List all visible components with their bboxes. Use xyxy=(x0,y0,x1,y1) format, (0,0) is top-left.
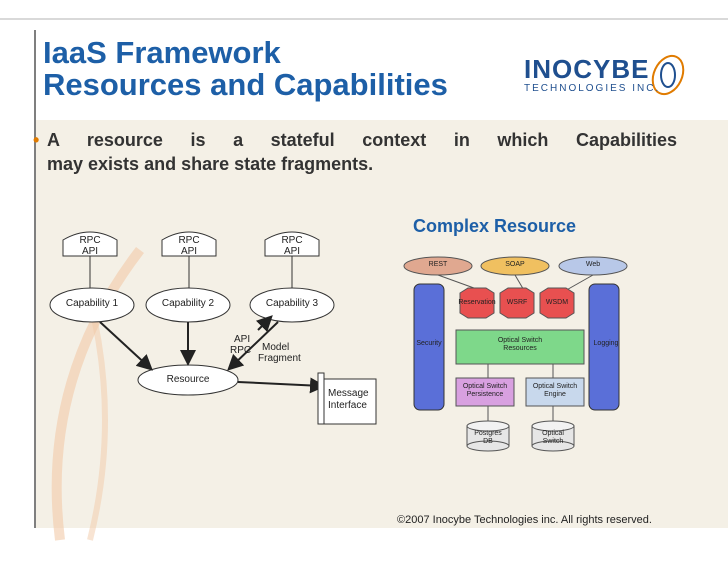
slide-title: IaaS Framework Resources and Capabilitie… xyxy=(43,37,448,101)
rpc-api-3-line2: API xyxy=(284,246,300,257)
optical-switch-line-1: Optical xyxy=(542,430,564,437)
logging-column xyxy=(588,283,620,411)
capability-3-label: Capability 3 xyxy=(265,298,319,309)
reservation-label: Reservation xyxy=(458,299,496,306)
wsrf-label: WSRF xyxy=(506,299,528,306)
wsrf-shape xyxy=(499,287,535,319)
engine-line-1: Optical Switch xyxy=(532,383,578,390)
reservation-shape xyxy=(459,287,495,319)
security-column xyxy=(413,283,445,411)
message-interface-label: Message Interface xyxy=(328,388,369,412)
engine-shape xyxy=(525,377,585,407)
engine-line-2: Engine xyxy=(544,391,566,398)
fragment-label: Fragment xyxy=(258,353,301,364)
postgres-line-2: DB xyxy=(483,438,493,445)
rpc-api-2: RPC API xyxy=(161,231,217,257)
soap-label: SOAP xyxy=(505,261,525,268)
capability-3-shape xyxy=(249,287,335,323)
rpc-api-1: RPC API xyxy=(62,231,118,257)
engine-label: Optical Switch Engine xyxy=(526,383,584,399)
rpc-api-2-line2: API xyxy=(181,246,197,257)
web-label: Web xyxy=(585,261,601,268)
api-rpc-label: API RPC xyxy=(230,334,251,356)
wsdm-shape xyxy=(539,287,575,319)
bullet-point: • A resource is a stateful context in wh… xyxy=(33,128,677,176)
persistence-line-1: Optical Switch xyxy=(462,383,508,390)
persistence-label: Optical Switch Persistence xyxy=(456,383,514,399)
model-fragment-label: Model Fragment xyxy=(258,342,301,364)
rest-label: REST xyxy=(428,261,448,268)
message-label: Message xyxy=(328,388,369,399)
rpc-label: RPC xyxy=(230,345,252,356)
capability-2-label: Capability 2 xyxy=(161,298,215,309)
rpc-api-2-line1: RPC xyxy=(178,235,199,246)
interface-label: Interface xyxy=(328,400,367,411)
postgres-db-shape xyxy=(466,420,510,452)
postgres-line-1: Postgres xyxy=(474,430,502,437)
postgres-label: Postgres DB xyxy=(467,430,509,446)
persistence-shape xyxy=(455,377,515,407)
logo-swirl-icon xyxy=(651,54,685,96)
complex-resource-title: Complex Resource xyxy=(413,216,577,236)
title-line-1: IaaS Framework xyxy=(43,35,281,70)
capability-1-shape xyxy=(49,287,135,323)
model-label: Model xyxy=(262,342,290,353)
logo-subtitle: TECHNOLOGIES INC. xyxy=(524,83,661,94)
copyright-footer: ©2007 Inocybe Technologies inc. All righ… xyxy=(397,514,652,526)
optical-switch-label: Optical Switch xyxy=(532,430,574,446)
left-rule xyxy=(34,30,36,528)
optical-switch-line-2: Switch xyxy=(542,438,564,445)
rpc-api-3: RPC API xyxy=(264,231,320,257)
bullet-line-2: may exists and share state fragments. xyxy=(47,154,374,174)
company-logo: INOCYBE TECHNOLOGIES INC. xyxy=(518,50,693,105)
capability-1-label: Capability 1 xyxy=(65,298,119,309)
wsdm-label: WSDM xyxy=(545,299,569,306)
top-rule xyxy=(0,18,728,20)
rpc-api-3-line1: RPC xyxy=(281,235,302,246)
rpc-api-1-line1: RPC xyxy=(79,235,100,246)
osr-line-1: Optical Switch xyxy=(497,337,543,344)
bullet-dot-icon: • xyxy=(33,130,40,150)
security-label: Security xyxy=(416,340,442,347)
title-line-2: Resources and Capabilities xyxy=(43,67,448,102)
logo-wordmark: INOCYBE xyxy=(524,54,650,84)
optical-switch-resources-shape xyxy=(455,329,585,365)
rpc-api-1-line2: API xyxy=(82,246,98,257)
persistence-line-2: Persistence xyxy=(466,391,504,398)
optical-switch-shape xyxy=(531,420,575,452)
logging-label: Logging xyxy=(593,340,619,347)
osr-line-2: Resources xyxy=(503,345,537,352)
api-label: API xyxy=(234,334,251,345)
resource-label: Resource xyxy=(166,374,210,385)
bullet-line-1: A resource is a stateful context in whic… xyxy=(47,130,677,150)
message-interface-box xyxy=(323,378,377,425)
optical-switch-resources-label: Optical Switch Resources xyxy=(456,337,584,353)
